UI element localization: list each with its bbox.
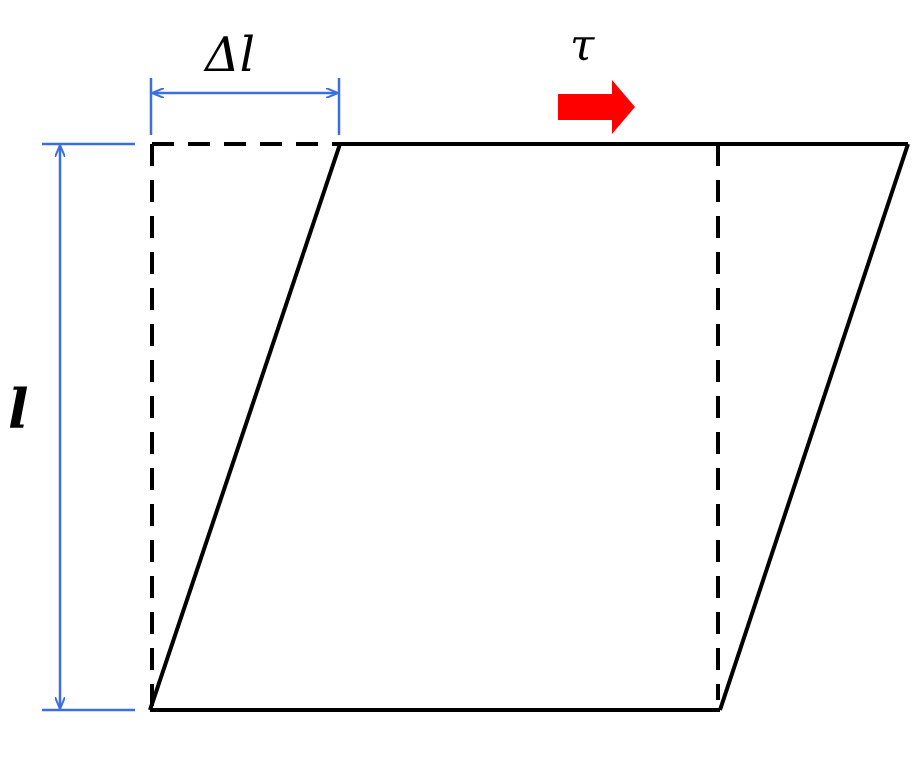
delta-length-dimension: [149, 78, 341, 135]
deformed-parallelogram: [148, 142, 910, 712]
original-square-outline: [150, 142, 720, 710]
length-label: l: [8, 377, 29, 441]
shear-direction-arrow-icon: [558, 80, 635, 134]
right-slanted-edge: [718, 143, 910, 711]
delta-length-label: Δl: [203, 27, 255, 83]
left-slanted-edge: [148, 143, 342, 711]
shear-stress-label: τ: [570, 20, 595, 71]
length-dimension: [42, 142, 135, 712]
